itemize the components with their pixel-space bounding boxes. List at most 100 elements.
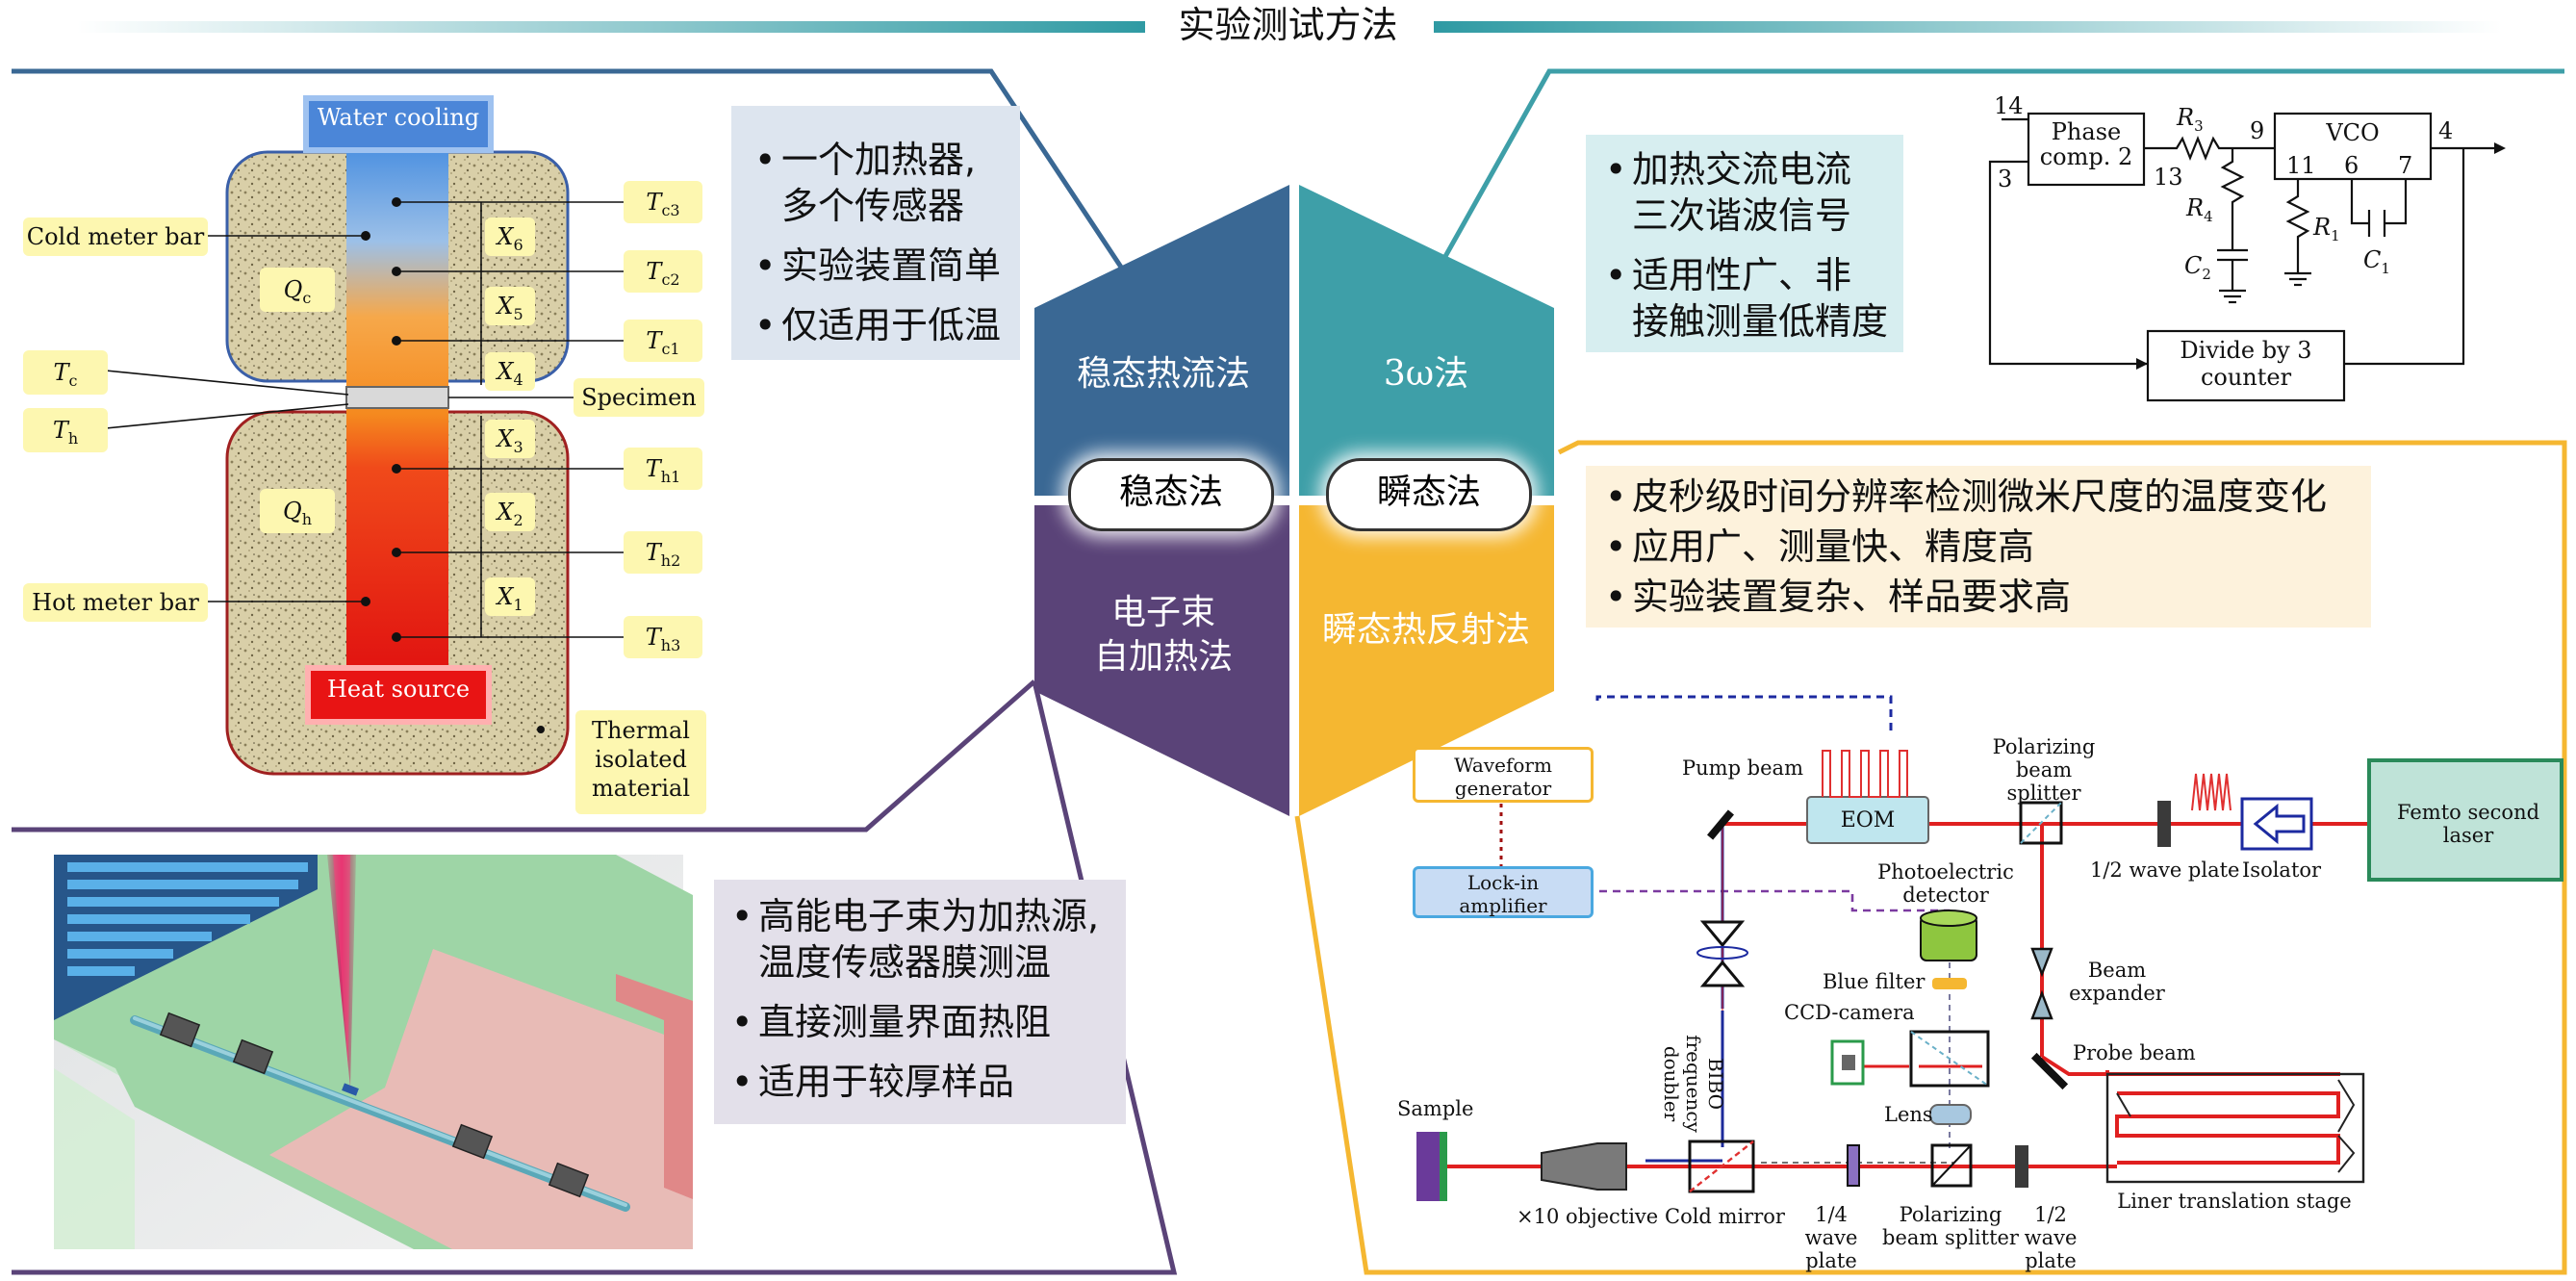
sensor-tc2: Tc2 bbox=[624, 250, 702, 293]
hex-transient-reflect bbox=[1299, 505, 1554, 816]
gap-x6: X6 bbox=[485, 218, 535, 256]
gap-x1: X1 bbox=[485, 577, 535, 616]
label-transient-reflect: 瞬态热反射法 bbox=[1321, 610, 1530, 650]
hex-steady-flow bbox=[1034, 185, 1289, 496]
thermal-isolated-label: Thermal isolated material bbox=[575, 710, 706, 814]
bullet: 高能电子束为加热源, 温度传感器膜测温 bbox=[727, 893, 1120, 986]
pin-9: 9 bbox=[2250, 117, 2265, 144]
water-cooling-box bbox=[303, 95, 494, 153]
lockin-to-detector bbox=[1599, 889, 1951, 920]
qc-label: Qc bbox=[260, 268, 335, 312]
transient-reflect-bullets: 皮秒级时间分辨率检测微米尺度的温度变化 应用广、测量快、精度高 实验装置复杂、样… bbox=[1601, 474, 2361, 620]
chip-render bbox=[54, 855, 693, 1249]
femto-laser-label: Femto second laser bbox=[2396, 801, 2540, 847]
half-wave-top-label: 1/2 wave plate bbox=[2090, 858, 2240, 882]
liner-stage-label: Liner translation stage bbox=[2117, 1190, 2352, 1213]
bullet: 应用广、测量快、精度高 bbox=[1601, 524, 2361, 570]
sensor-th3: Th3 bbox=[624, 616, 702, 658]
r4-label: R4 bbox=[2186, 194, 2213, 225]
quarter-wave-label: 1/4 wave plate bbox=[1804, 1203, 1858, 1272]
r1-label: R1 bbox=[2313, 214, 2340, 244]
heat-source-box bbox=[305, 665, 492, 725]
bullet: 皮秒级时间分辨率检测微米尺度的温度变化 bbox=[1601, 474, 2361, 520]
beam-expander-label: Beam expander bbox=[2069, 959, 2165, 1005]
water-cooling-label: Water cooling bbox=[317, 104, 480, 131]
pin-7: 7 bbox=[2398, 152, 2413, 179]
bullet: 实验装置复杂、样品要求高 bbox=[1601, 574, 2361, 620]
eom-label: EOM bbox=[1840, 808, 1896, 833]
heat-source-label: Heat source bbox=[326, 676, 471, 703]
bullet: 适用于较厚样品 bbox=[727, 1059, 1120, 1105]
hot-meter-bar-label: Hot meter bar bbox=[23, 583, 208, 622]
blue-filter-label: Blue filter bbox=[1823, 970, 1926, 993]
c2-label: C2 bbox=[2184, 252, 2211, 283]
frame-top-left bbox=[12, 68, 1127, 273]
bullet: 加热交流电流 三次谐波信号 bbox=[1601, 146, 1894, 239]
pin-11: 11 bbox=[2286, 152, 2316, 179]
gap-x3: X3 bbox=[485, 420, 535, 458]
isolator-label: Isolator bbox=[2242, 858, 2322, 882]
specimen-label: Specimen bbox=[574, 378, 704, 417]
specimen-layer bbox=[345, 386, 449, 409]
sensor-tc1: Tc1 bbox=[624, 320, 702, 362]
label-three-omega: 3ω法 bbox=[1383, 354, 1469, 394]
objective-label: ×10 objective bbox=[1517, 1205, 1659, 1228]
divide-counter-label: Divide by 3 counter bbox=[2180, 337, 2312, 391]
probe-beam-label: Probe beam bbox=[2073, 1041, 2196, 1064]
waveform-to-eom bbox=[1595, 695, 1893, 735]
pin-4: 4 bbox=[2438, 117, 2454, 144]
label-steady-flow: 稳态热流法 bbox=[1076, 354, 1250, 394]
pin-6: 6 bbox=[2344, 152, 2359, 179]
bullet: 一个加热器, 多个传感器 bbox=[751, 137, 1010, 229]
panel-three-omega: 加热交流电流 三次谐波信号 适用性广、非 接触测量低精度 bbox=[1586, 135, 1903, 352]
pbs-top-label: Polarizing beam splitter bbox=[1992, 735, 2096, 805]
frame-bottom-left-lower bbox=[12, 680, 1178, 1275]
cold-meter-bar-label: Cold meter bar bbox=[23, 218, 208, 256]
panel-electron-beam: 高能电子束为加热源, 温度传感器膜测温 直接测量界面热阻 适用于较厚样品 bbox=[714, 880, 1126, 1124]
sensor-th2: Th2 bbox=[624, 531, 702, 574]
gap-x5: X5 bbox=[485, 287, 535, 325]
bullet: 适用性广、非 接触测量低精度 bbox=[1601, 252, 1894, 345]
panel-transient-reflect: 皮秒级时间分辨率检测微米尺度的温度变化 应用广、测量快、精度高 实验装置复杂、样… bbox=[1586, 466, 2371, 628]
lock-in-amplifier: Lock-in amplifier bbox=[1413, 866, 1594, 918]
sensor-tc3: Tc3 bbox=[624, 181, 702, 223]
hex-three-omega bbox=[1299, 185, 1554, 496]
optics bbox=[1416, 695, 2563, 1201]
bullet: 直接测量界面热阻 bbox=[727, 999, 1120, 1045]
r3-label: R3 bbox=[2177, 104, 2204, 135]
th-label: Th bbox=[23, 408, 108, 452]
label-steady-state: 稳态法 bbox=[1068, 458, 1274, 531]
title-rule-left bbox=[77, 21, 1145, 33]
frame-bottom-left bbox=[12, 679, 1036, 833]
tc-label: Tc bbox=[23, 350, 108, 395]
pin-13: 13 bbox=[2154, 164, 2183, 191]
label-electron-beam: 电子束 自加热法 bbox=[1093, 593, 1233, 677]
three-omega-bullets: 加热交流电流 三次谐波信号 适用性广、非 接触测量低精度 bbox=[1601, 146, 1894, 345]
cold-mirror-label: Cold mirror bbox=[1665, 1205, 1785, 1228]
pin-3: 3 bbox=[1998, 166, 2013, 192]
label-transient: 瞬态法 bbox=[1326, 458, 1532, 531]
bullet: 仅适用于低温 bbox=[751, 302, 1010, 348]
frame-top-right bbox=[1441, 68, 2564, 262]
steady-flow-bullets: 一个加热器, 多个传感器 实验装置简单 仅适用于低温 bbox=[751, 137, 1010, 348]
gap-x2: X2 bbox=[485, 493, 535, 531]
pbs-bottom-label: Polarizing beam splitter bbox=[1882, 1203, 2019, 1249]
c1-label: C1 bbox=[2363, 246, 2390, 277]
phase-comp-label: Phase comp. 2 bbox=[2039, 118, 2133, 170]
sensor-th1: Th1 bbox=[624, 448, 702, 490]
gap-x4: X4 bbox=[485, 352, 535, 391]
pin-14: 14 bbox=[1994, 92, 2024, 119]
page-title: 实验测试方法 bbox=[1178, 4, 1398, 46]
hex-electron-beam bbox=[1034, 505, 1289, 816]
waveform-generator: Waveform generator bbox=[1413, 747, 1594, 803]
half-wave-bottom-label: 1/2 wave plate bbox=[2024, 1203, 2078, 1272]
lens-label: Lens bbox=[1884, 1103, 1933, 1126]
bullet: 实验装置简单 bbox=[751, 243, 1010, 289]
title-rule-right bbox=[1434, 21, 2502, 33]
vco-label: VCO bbox=[2326, 119, 2380, 146]
panel-steady-flow: 一个加热器, 多个传感器 实验装置简单 仅适用于低温 bbox=[731, 106, 1020, 360]
pump-beam-label: Pump beam bbox=[1682, 756, 1803, 780]
frame-bottom-right bbox=[1294, 440, 2567, 1275]
ccd-camera-label: CCD-camera bbox=[1784, 1001, 1915, 1024]
